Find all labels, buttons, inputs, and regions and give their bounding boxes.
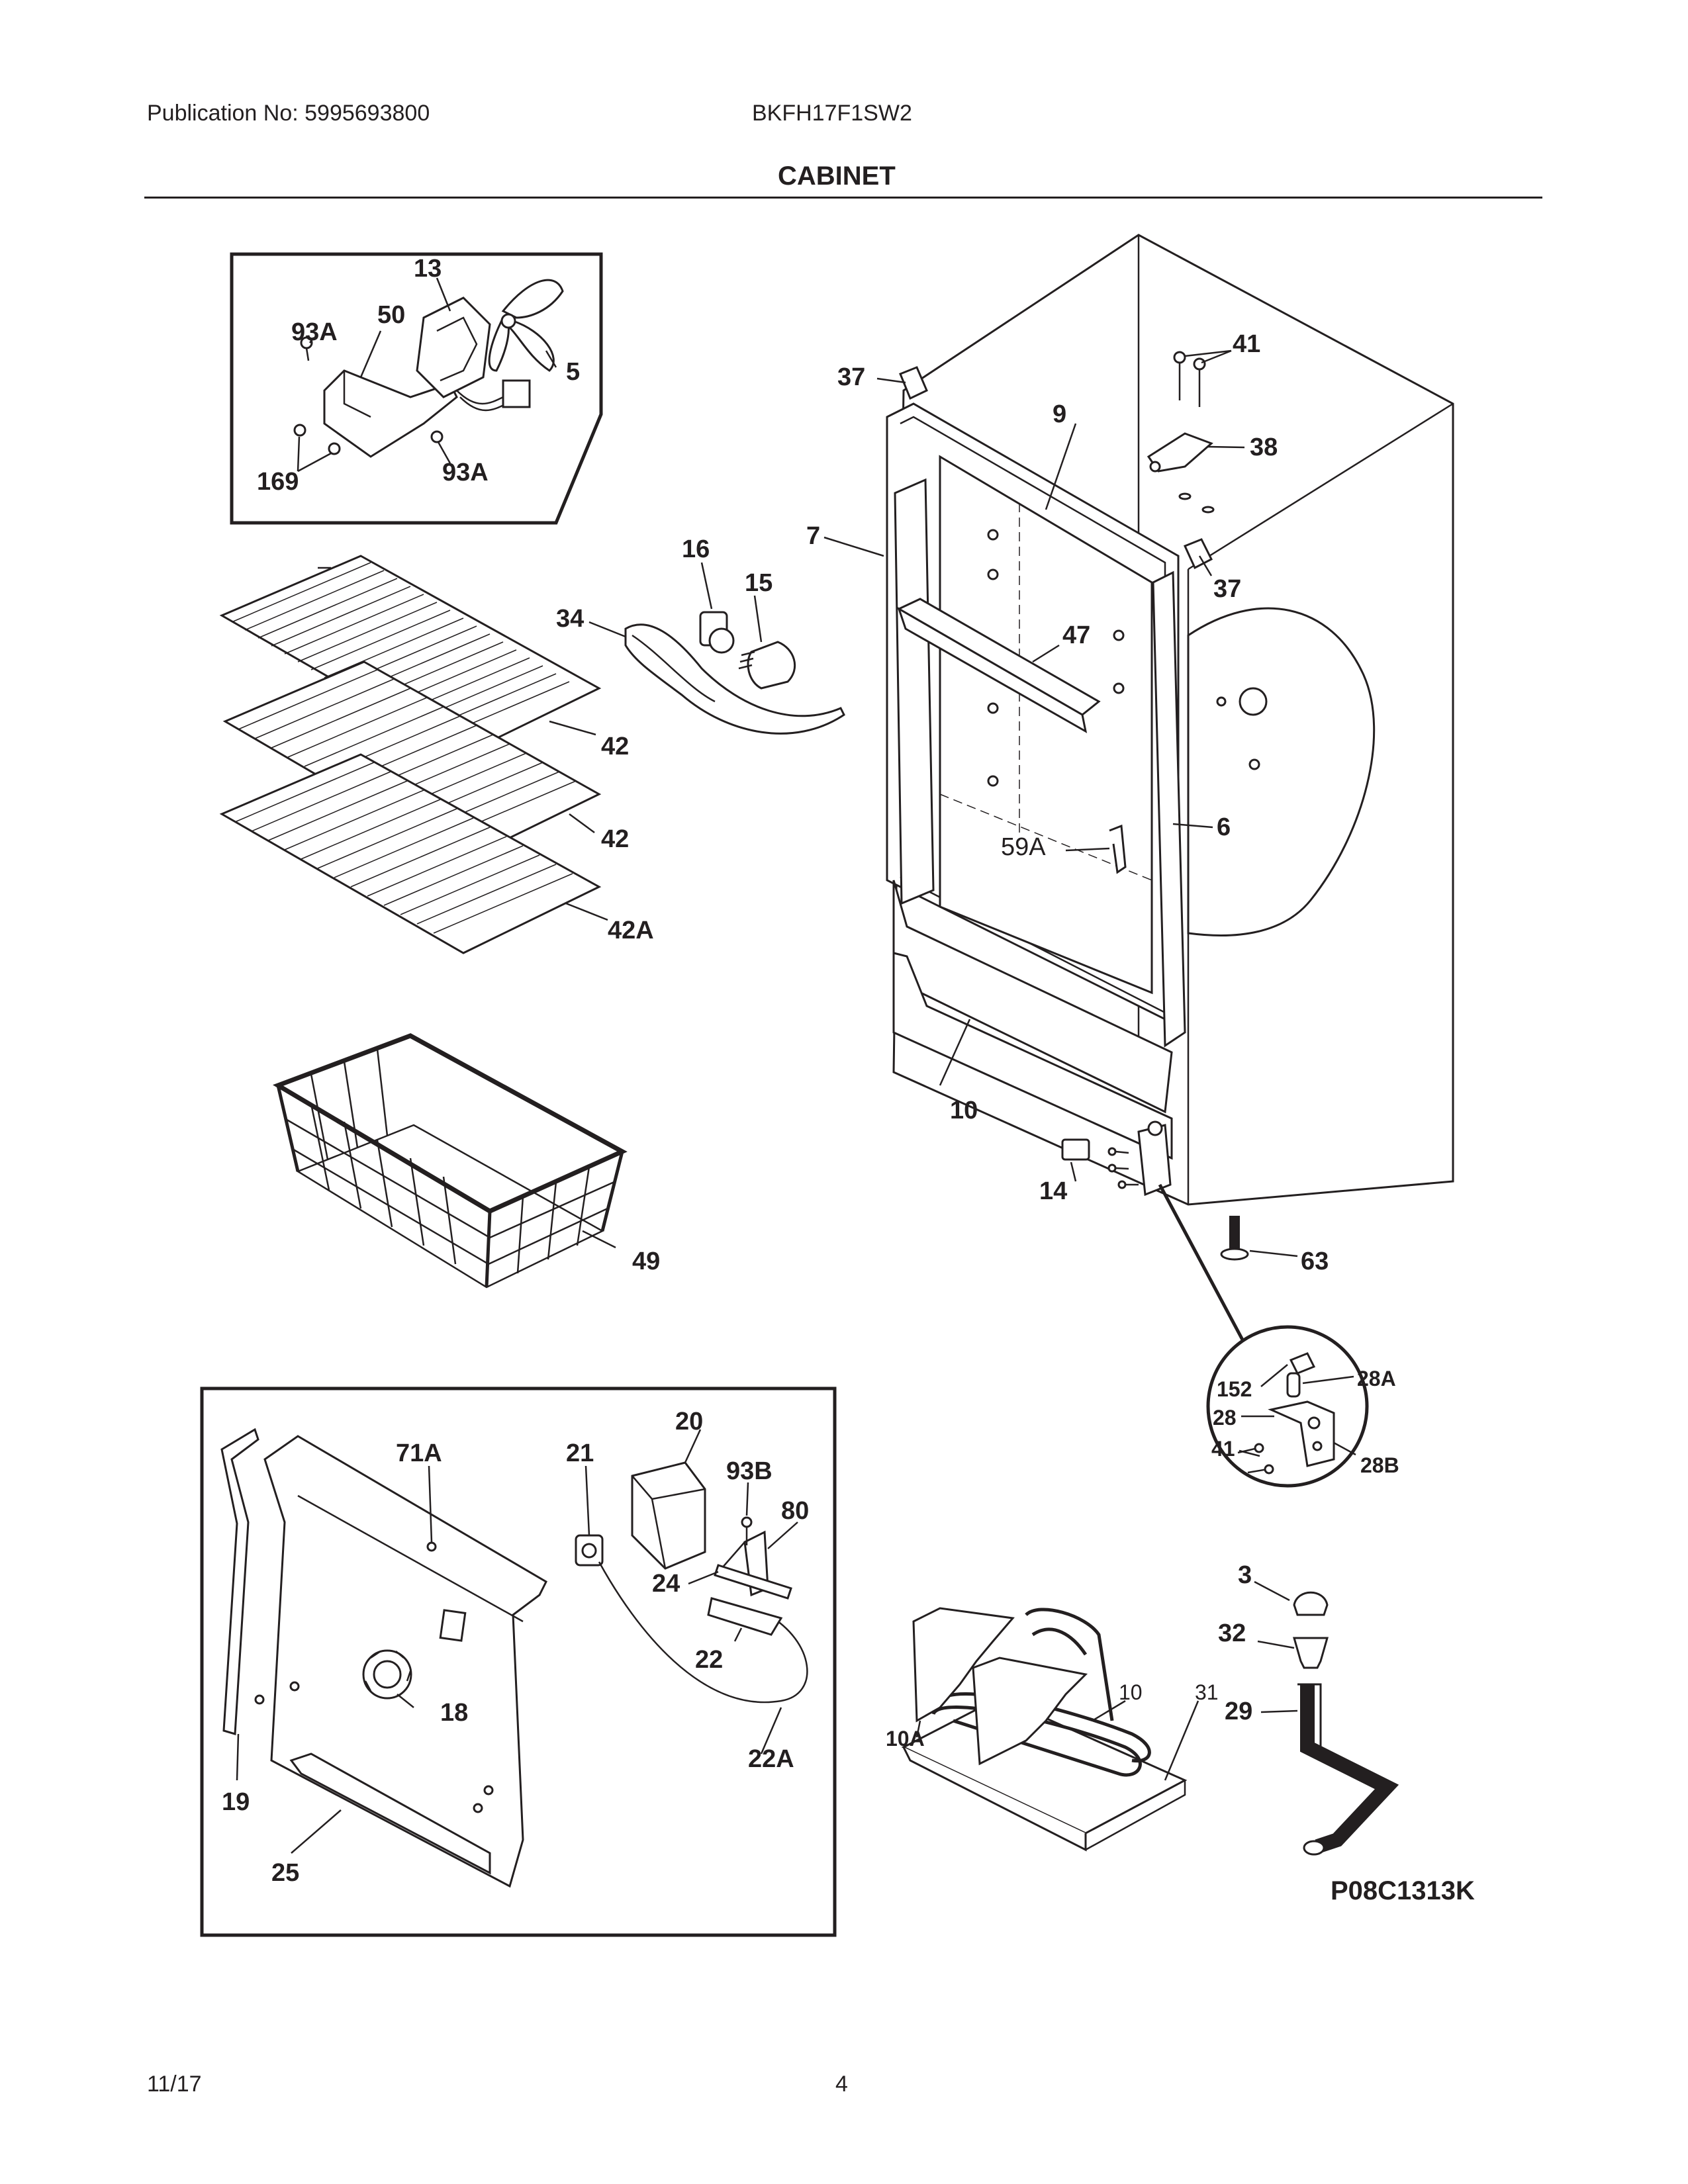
callout-42: 42 bbox=[601, 825, 629, 853]
callout-7: 7 bbox=[806, 522, 820, 550]
page-number: 4 bbox=[835, 2071, 848, 2097]
callout-13: 13 bbox=[414, 255, 442, 283]
callout-47: 47 bbox=[1062, 621, 1090, 649]
wire-basket: 49 bbox=[272, 1033, 660, 1289]
light-assembly: 16 15 34 bbox=[556, 535, 845, 735]
callout-22a: 22A bbox=[748, 1745, 794, 1773]
callout-50: 50 bbox=[377, 301, 405, 329]
callout-28: 28 bbox=[1213, 1406, 1237, 1430]
callout-22: 22 bbox=[695, 1646, 723, 1674]
callout-34: 34 bbox=[556, 605, 584, 633]
callout-16: 16 bbox=[682, 535, 710, 563]
callout-93a: 93A bbox=[291, 318, 338, 346]
callout-28a: 28A bbox=[1357, 1367, 1396, 1390]
defrost-drain-assembly: 10 31 10A 3 32 29 bbox=[886, 1561, 1399, 1856]
bottom-hinge-area: 14 63 152 28A 28 41 28B bbox=[1039, 1120, 1399, 1488]
callout-169: 169 bbox=[257, 468, 299, 496]
footer-date: 11/17 bbox=[147, 2071, 202, 2097]
callout-10a: 10A bbox=[886, 1727, 925, 1751]
callout-14: 14 bbox=[1039, 1177, 1067, 1205]
callout-93a: 93A bbox=[442, 459, 489, 486]
callout-19: 19 bbox=[222, 1788, 250, 1816]
callout-32: 32 bbox=[1218, 1619, 1246, 1647]
wire-shelves: 42 42 42A bbox=[219, 555, 654, 954]
publication-number: Publication No: 5995693800 bbox=[147, 101, 430, 126]
callout-38: 38 bbox=[1250, 433, 1278, 461]
callout-10: 10 bbox=[1119, 1680, 1143, 1704]
callout-37: 37 bbox=[1213, 575, 1241, 603]
fan-motor-inset: 13 50 93A 5 169 93A bbox=[230, 252, 603, 525]
section-title: CABINET bbox=[778, 161, 896, 191]
callout-21: 21 bbox=[566, 1439, 594, 1467]
callout-15: 15 bbox=[745, 569, 773, 597]
callout-28b: 28B bbox=[1360, 1453, 1399, 1477]
callout-6: 6 bbox=[1217, 813, 1231, 841]
cabinet: 37 41 9 38 37 7 47 6 59A 10 bbox=[806, 234, 1454, 1206]
callout-18: 18 bbox=[440, 1699, 468, 1727]
callout-37: 37 bbox=[837, 363, 865, 391]
callout-5: 5 bbox=[566, 358, 580, 386]
callout-41: 41 bbox=[1233, 330, 1260, 358]
callout-20: 20 bbox=[675, 1408, 703, 1435]
callout-93b: 93B bbox=[726, 1457, 773, 1485]
callout-71a: 71A bbox=[396, 1439, 442, 1467]
model-number: BKFH17F1SW2 bbox=[752, 101, 912, 126]
callout-3: 3 bbox=[1238, 1561, 1252, 1589]
callout-31: 31 bbox=[1195, 1680, 1219, 1704]
header-rule bbox=[144, 197, 1542, 199]
callout-25: 25 bbox=[271, 1859, 299, 1887]
rear-panel-inset: 20 71A 21 93B 80 24 22 18 22A 19 25 bbox=[200, 1387, 837, 1937]
callout-42: 42 bbox=[601, 733, 629, 760]
callout-10: 10 bbox=[950, 1097, 978, 1124]
callout-24: 24 bbox=[652, 1570, 680, 1598]
callout-29: 29 bbox=[1225, 1698, 1252, 1725]
callout-152: 152 bbox=[1217, 1377, 1252, 1401]
callout-59a: 59A bbox=[1001, 833, 1046, 861]
callout-42a: 42A bbox=[608, 917, 654, 944]
figure-code: P08C1313K bbox=[1331, 1876, 1475, 1905]
callout-41: 41 bbox=[1211, 1437, 1235, 1461]
callout-49: 49 bbox=[632, 1248, 660, 1275]
callout-9: 9 bbox=[1053, 400, 1066, 428]
callout-63: 63 bbox=[1301, 1248, 1329, 1275]
callout-80: 80 bbox=[781, 1497, 809, 1525]
